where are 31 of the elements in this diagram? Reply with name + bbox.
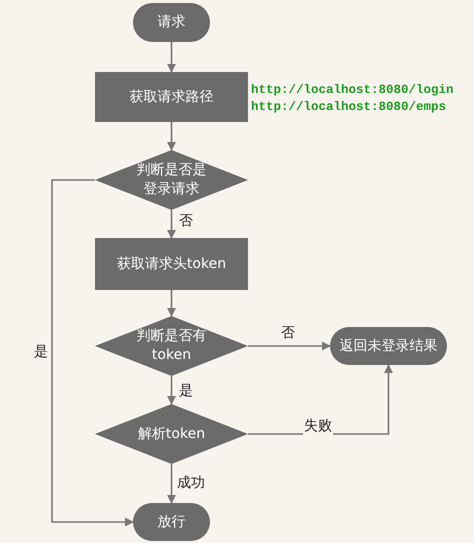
arrow <box>167 376 176 405</box>
edge-label: 是 <box>33 344 49 361</box>
arrow <box>167 290 176 317</box>
node-text: 判断是否是登录请求 <box>136 161 208 199</box>
decision-diamond <box>95 316 248 376</box>
edge-label: 是 <box>178 383 194 400</box>
edge-label: 失败 <box>303 418 333 435</box>
process-box <box>95 72 248 122</box>
arrow <box>167 464 176 504</box>
edge-label: 否 <box>178 213 194 230</box>
arrow <box>51 179 134 526</box>
arrow <box>248 342 331 350</box>
node-text: 获取请求头token <box>116 254 226 274</box>
decision-diamond <box>95 150 248 210</box>
arrow <box>167 210 176 239</box>
node-text: 请求 <box>158 13 186 32</box>
node-text: 获取请求路径 <box>130 88 214 106</box>
arrow <box>167 42 176 73</box>
node-text: 放行 <box>158 512 186 532</box>
edge-label: 成功 <box>176 475 206 492</box>
url-text: http://localhost:8080/emps <box>251 100 446 114</box>
node-text: 解析token <box>138 424 206 444</box>
arrow <box>167 122 176 151</box>
node-text: 返回未登录结果 <box>340 336 438 356</box>
terminal-pill <box>133 3 210 42</box>
terminal-pill <box>133 503 210 541</box>
decision-diamond <box>95 404 248 464</box>
process-box <box>95 238 248 290</box>
edge-label: 否 <box>280 325 296 342</box>
node-text: 判断是否有token <box>136 327 208 365</box>
terminal-pill <box>330 327 447 365</box>
